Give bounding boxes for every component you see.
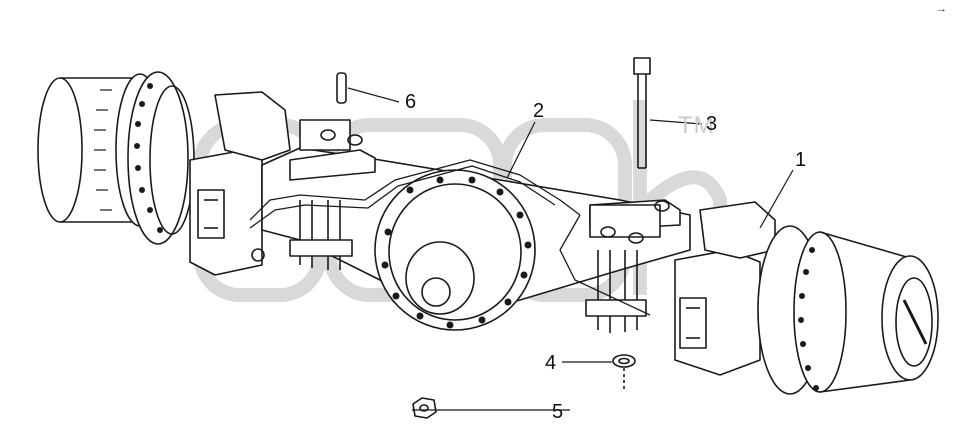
pin-part-6 <box>336 72 347 104</box>
leader-lines <box>347 87 794 411</box>
callout-6: 6 <box>405 91 417 113</box>
differential-housing <box>374 169 536 331</box>
corner-arrow-mark: → <box>936 3 947 15</box>
callout-5: 5 <box>552 401 564 423</box>
trademark-mark: TM <box>678 112 715 139</box>
long-bolt-part-3 <box>633 57 651 169</box>
left-spring-mount <box>289 119 363 270</box>
callout-1: 1 <box>795 149 807 171</box>
callout-4: 4 <box>545 352 557 374</box>
right-wheel-hub <box>757 225 939 395</box>
right-brake-caliper <box>674 201 776 376</box>
axle-drawing <box>37 57 939 419</box>
brake-lines <box>249 159 651 316</box>
right-spring-mount <box>585 200 670 333</box>
left-brake-caliper <box>189 91 291 276</box>
callout-3: 3 <box>706 113 718 135</box>
nut-part-5 <box>412 397 437 419</box>
left-wheel-hub <box>37 71 195 245</box>
callout-2: 2 <box>533 100 545 122</box>
washer-part-4 <box>612 354 636 392</box>
